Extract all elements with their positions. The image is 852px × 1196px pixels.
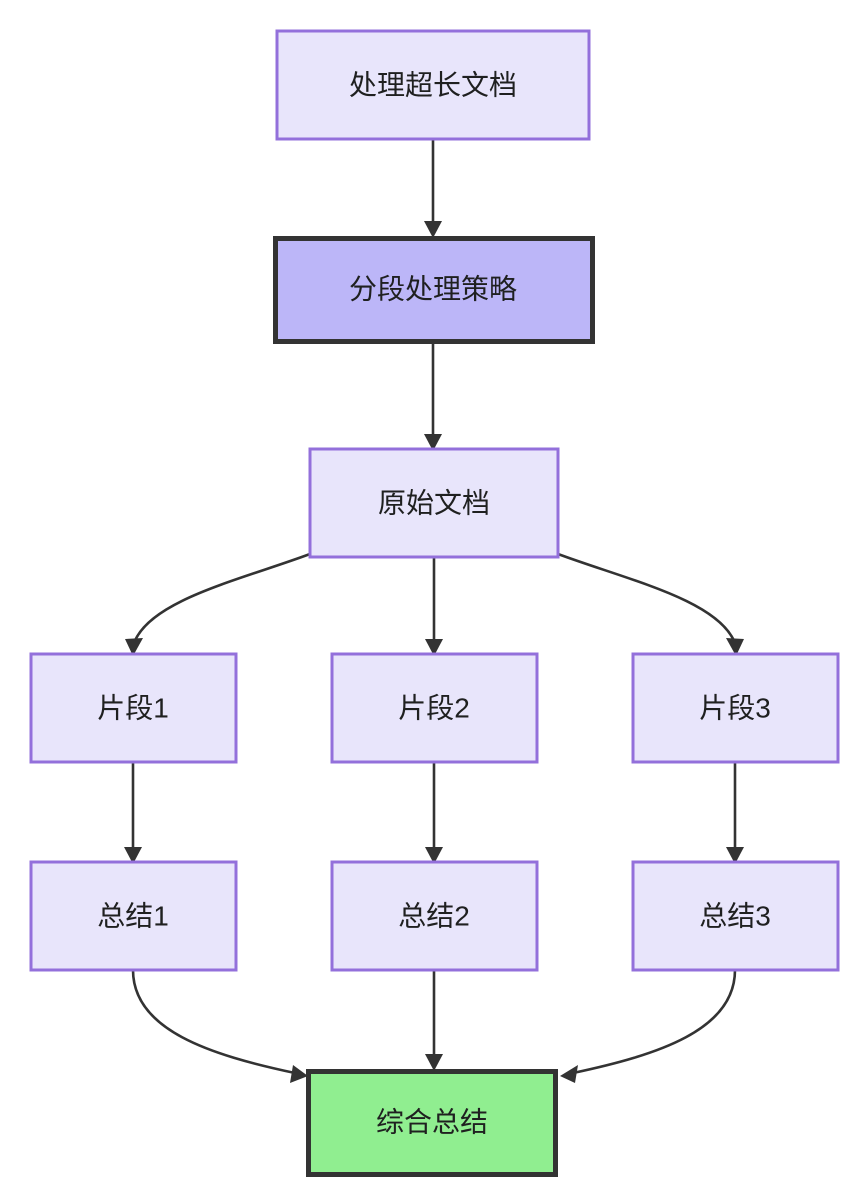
node-label-chunk-processing-strategy: 分段处理策略 xyxy=(349,273,517,304)
node-process-long-document[interactable]: 处理超长文档 xyxy=(275,29,591,141)
node-label-summary-3: 总结3 xyxy=(699,900,771,931)
node-fragment-2[interactable]: 片段2 xyxy=(330,652,539,764)
node-layer: 处理超长文档 分段处理策略 原始文档 片段1 片段2 片段3 xyxy=(29,29,840,1177)
edge-fragment-3-to-summary-3 xyxy=(726,762,744,864)
edge-process-long-doc-to-chunk-strategy xyxy=(424,139,442,238)
node-final-summary[interactable]: 综合总结 xyxy=(306,1069,558,1177)
edge-summary-2-to-final-summary xyxy=(425,970,443,1071)
node-label-fragment-2: 片段2 xyxy=(398,692,470,723)
node-label-fragment-1: 片段1 xyxy=(97,692,169,723)
edge-source-doc-to-fragment-1 xyxy=(125,552,311,656)
node-label-source-document: 原始文档 xyxy=(378,487,490,518)
edge-fragment-2-to-summary-2 xyxy=(425,762,443,864)
edge-summary-1-to-final-summary xyxy=(131,969,308,1083)
edge-layer xyxy=(124,139,744,1083)
edge-source-doc-to-fragment-2 xyxy=(425,557,443,656)
node-label-summary-1: 总结1 xyxy=(97,900,169,931)
node-chunk-processing-strategy[interactable]: 分段处理策略 xyxy=(273,236,595,344)
node-label-process-long-document: 处理超长文档 xyxy=(349,69,517,100)
node-summary-2[interactable]: 总结2 xyxy=(330,860,539,972)
edge-source-doc-to-fragment-3 xyxy=(557,552,744,656)
node-label-summary-2: 总结2 xyxy=(398,900,470,931)
node-label-final-summary: 综合总结 xyxy=(376,1106,488,1137)
edge-chunk-strategy-to-source-doc xyxy=(424,344,442,451)
node-summary-3[interactable]: 总结3 xyxy=(631,860,840,972)
node-fragment-1[interactable]: 片段1 xyxy=(29,652,238,764)
node-label-fragment-3: 片段3 xyxy=(699,692,771,723)
node-source-document[interactable]: 原始文档 xyxy=(308,447,560,559)
node-fragment-3[interactable]: 片段3 xyxy=(631,652,840,764)
edge-fragment-1-to-summary-1 xyxy=(124,762,142,864)
edge-summary-3-to-final-summary xyxy=(560,969,737,1083)
node-summary-1[interactable]: 总结1 xyxy=(29,860,238,972)
